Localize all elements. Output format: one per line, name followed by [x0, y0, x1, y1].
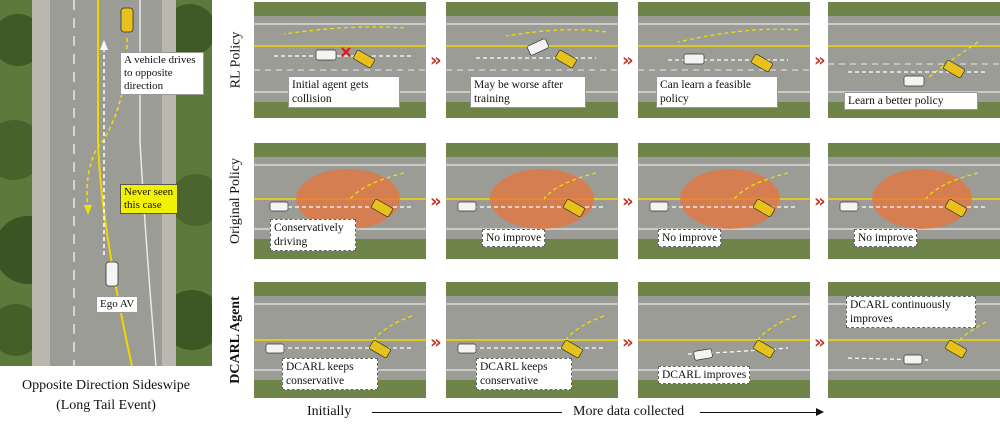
panel-annotation: DCARL improves: [658, 366, 751, 384]
panel-annotation: No improve: [658, 229, 722, 247]
row-label-dcarl-agent: DCARL Agent: [221, 282, 251, 398]
panel-annotation: Conservatively driving: [270, 219, 356, 251]
panel-rl-2: May be worse after training: [446, 2, 618, 118]
row-label-text: Original Policy: [228, 158, 243, 244]
axis-end-label: More data collected: [573, 404, 685, 419]
axis-start-label: Initially: [307, 404, 352, 419]
double-chevron-right-icon: »: [430, 50, 442, 71]
overview-caption-title: Opposite Direction Sideswipe: [22, 378, 190, 393]
row-label-rl-policy: RL Policy: [221, 2, 251, 118]
panel-dcarl-2: DCARL keeps conservative: [446, 282, 618, 398]
collision-x-icon: [341, 47, 351, 57]
row-label-text: DCARL Agent: [228, 296, 244, 384]
panel-annotation: DCARL keeps conservative: [282, 358, 378, 390]
panel-annotation: May be worse after training: [470, 76, 586, 108]
panel-annotation: DCARL continuously improves: [846, 296, 976, 328]
annotation-opposite-direction: A vehicle drives to opposite direction: [120, 52, 204, 95]
axis-line: [372, 412, 562, 413]
risk-zone: [872, 169, 972, 229]
panel-rl-3: Can learn a feasible policy: [638, 2, 810, 118]
double-chevron-right-icon: »: [622, 332, 634, 353]
panel-orig-1: Conservatively driving: [254, 143, 426, 259]
double-chevron-right-icon: »: [622, 50, 634, 71]
panel-rl-1: Initial agent gets collision: [254, 2, 426, 118]
panel-annotation: Learn a better policy: [844, 92, 978, 110]
panel-annotation: No improve: [482, 229, 546, 247]
panel-annotation: Can learn a feasible policy: [656, 76, 778, 108]
risk-zone: [296, 169, 400, 229]
overview-caption: Opposite Direction Sideswipe (Long Tail …: [0, 376, 212, 416]
panel-orig-2: No improve: [446, 143, 618, 259]
panel-rl-4: Learn a better policy: [828, 2, 1000, 118]
double-chevron-right-icon: »: [430, 332, 442, 353]
panel-dcarl-3: DCARL improves: [638, 282, 810, 398]
panel-dcarl-1: DCARL keeps conservative: [254, 282, 426, 398]
panel-orig-4: No improve: [828, 143, 1000, 259]
panel-annotation: Initial agent gets collision: [288, 76, 400, 108]
row-label-original-policy: Original Policy: [221, 143, 251, 259]
overview-caption-subtitle: (Long Tail Event): [56, 398, 156, 413]
overview-scene: A vehicle drives to opposite direction N…: [0, 0, 212, 366]
double-chevron-right-icon: »: [814, 332, 826, 353]
panel-road-scene: [254, 143, 426, 259]
panel-orig-3: No improve: [638, 143, 810, 259]
row-label-text: RL Policy: [228, 31, 243, 89]
risk-zone: [680, 169, 780, 229]
double-chevron-right-icon: »: [622, 191, 634, 212]
arrow-right-icon: [816, 408, 824, 416]
risk-zone: [490, 169, 594, 229]
double-chevron-right-icon: »: [430, 191, 442, 212]
annotation-ego-av: Ego AV: [96, 296, 139, 313]
axis-line: [700, 412, 818, 413]
double-chevron-right-icon: »: [814, 191, 826, 212]
annotation-never-seen: Never seen this case: [120, 184, 178, 214]
double-chevron-right-icon: »: [814, 50, 826, 71]
panel-annotation: DCARL keeps conservative: [476, 358, 572, 390]
panel-dcarl-4: DCARL continuously improves: [828, 282, 1000, 398]
panel-annotation: No improve: [854, 229, 918, 247]
